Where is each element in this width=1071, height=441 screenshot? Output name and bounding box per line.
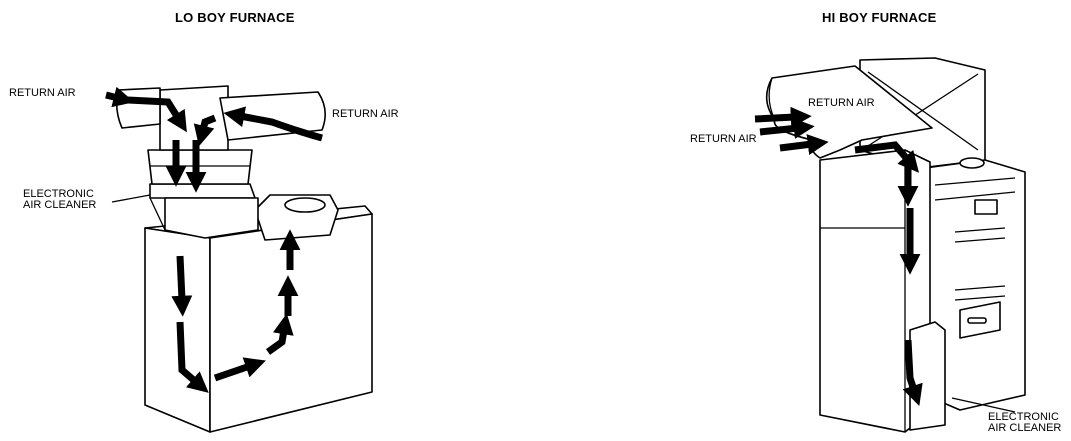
lo-boy-air-cleaner-line2: AIR CLEANER [23,200,96,211]
hi-boy-furnace [755,58,1025,432]
hi-boy-return-air-side-label: RETURN AIR [690,134,757,145]
hi-boy-air-cleaner-label: ELECTRONIC AIR CLEANER [988,412,1061,434]
lo-boy-air-cleaner-label: ELECTRONIC AIR CLEANER [23,189,96,211]
lo-boy-air-cleaner [150,184,255,198]
lo-boy-return-air-right-label: RETURN AIR [332,109,399,120]
hi-boy-return-air-duct-label: RETURN AIR [808,98,875,109]
lo-boy-furnace [106,86,372,432]
hi-boy-air-cleaner [910,322,945,430]
hi-boy-air-cleaner-line2: AIR CLEANER [988,423,1061,434]
lo-boy-return-air-left-label: RETURN AIR [9,88,76,99]
